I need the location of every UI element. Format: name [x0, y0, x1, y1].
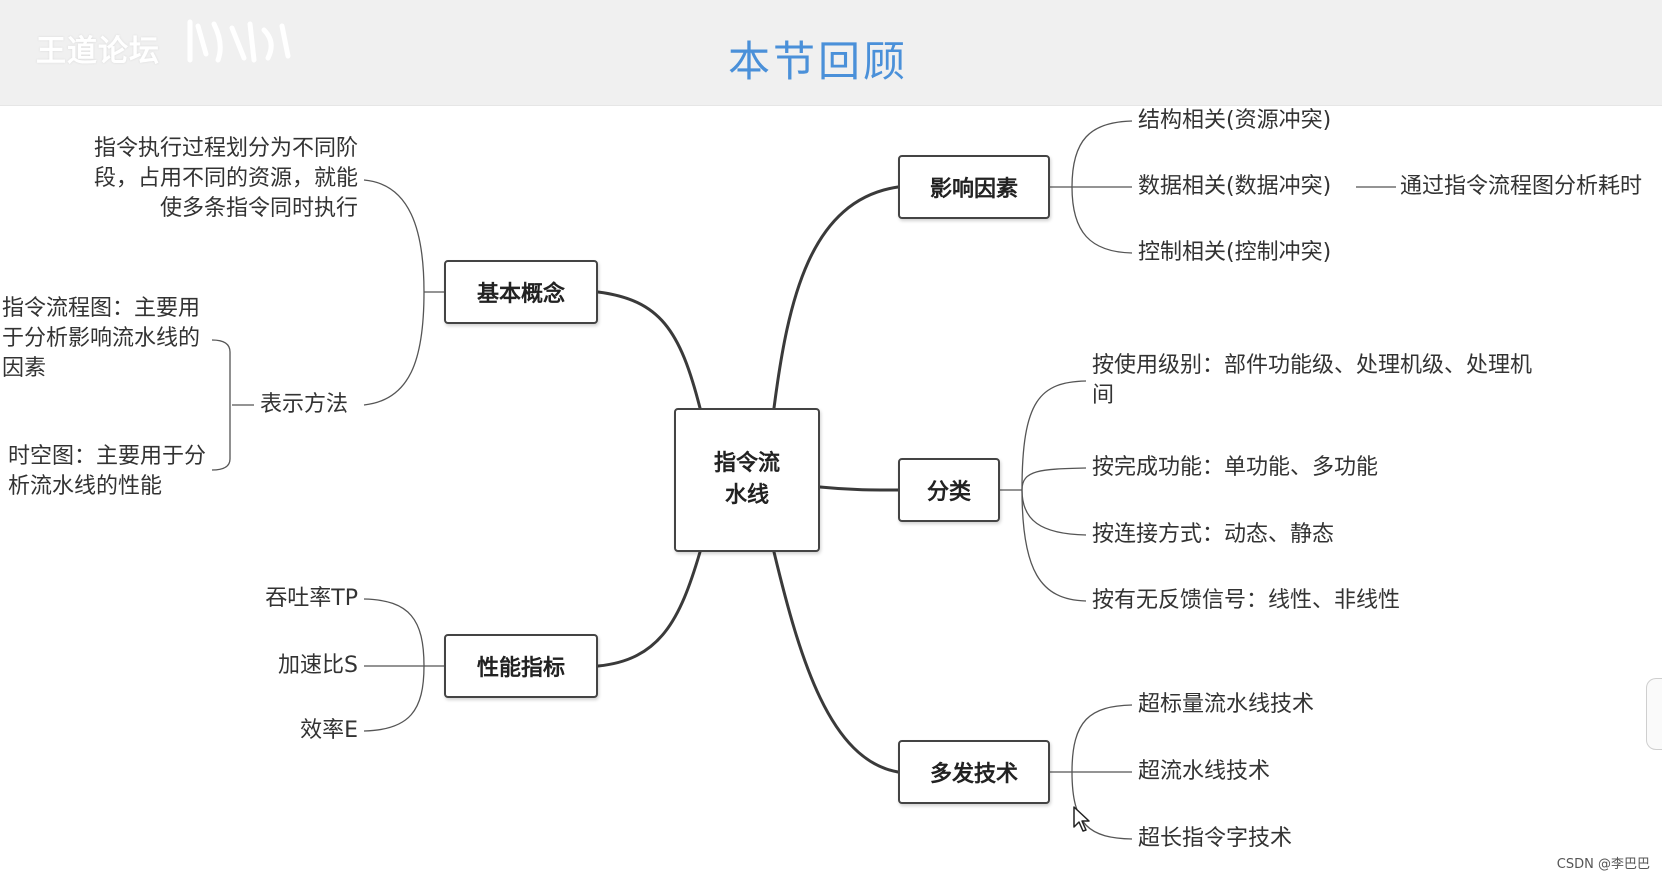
center-node-label: 指令流水线	[714, 451, 781, 508]
edge-class-1	[1021, 380, 1087, 491]
edge-center-multi	[772, 550, 900, 774]
edge-perf-3	[363, 665, 425, 732]
node-multi-issue-label: 多发技术	[929, 762, 1018, 787]
edge-multi-3	[1071, 771, 1133, 840]
edge-center-classification	[818, 485, 900, 492]
factors-data-note: 通过指令流程图分析耗时	[1400, 174, 1643, 199]
representation-label: 表示方法	[260, 392, 349, 417]
edge-center-performance	[596, 550, 702, 668]
classification-item-level: 按使用级别：部件功能级、处理机级、处理机间	[1092, 353, 1533, 408]
representation-item-flowchart: 指令流程图：主要用于分析影响流水线的因素	[2, 296, 201, 381]
node-factors-label: 影响因素	[929, 177, 1018, 202]
basic-definition-text: 指令执行过程划分为不同阶段，占用不同的资源，就能使多条指令同时执行	[93, 136, 358, 221]
factors-item-control: 控制相关(控制冲突)	[1138, 240, 1332, 265]
edge-center-factors	[772, 185, 900, 410]
header-bar: 王道论坛 本节回顾	[0, 0, 1662, 106]
factors-item-structural: 结构相关(资源冲突)	[1138, 108, 1332, 133]
mouse-pointer-icon	[1073, 806, 1090, 832]
edge-factors-1	[1071, 120, 1133, 188]
edge-multi-1	[1071, 704, 1133, 773]
edge-class-3	[1021, 489, 1087, 536]
factors-item-data: 数据相关(数据冲突)	[1138, 174, 1332, 199]
slide-title: 本节回顾	[727, 37, 908, 86]
node-multi-issue[interactable]: 多发技术	[898, 740, 1050, 804]
multi-item-superpipeline: 超流水线技术	[1138, 759, 1271, 784]
multi-item-vliw: 超长指令字技术	[1138, 826, 1293, 851]
representation-item-spacetime: 时空图：主要用于分析流水线的性能	[8, 444, 207, 499]
node-performance[interactable]: 性能指标	[444, 634, 598, 698]
edge-class-4	[1021, 489, 1087, 602]
edge-center-basic	[596, 290, 702, 410]
edge-class-2	[1021, 467, 1087, 491]
edge-basic-definition	[363, 179, 425, 293]
side-panel-handle[interactable]	[1646, 678, 1662, 750]
performance-item-efficiency: 效率E	[300, 718, 358, 743]
node-factors[interactable]: 影响因素	[898, 155, 1050, 219]
center-node[interactable]: 指令流水线	[674, 408, 820, 552]
performance-item-throughput: 吞吐率TP	[265, 586, 358, 611]
node-performance-label: 性能指标	[476, 656, 565, 681]
node-basic-concept[interactable]: 基本概念	[444, 260, 598, 324]
edge-representation-items	[211, 339, 231, 471]
node-classification-label: 分类	[926, 480, 971, 505]
edge-perf-1	[363, 598, 425, 667]
edge-factors-3	[1071, 186, 1133, 254]
performance-item-speedup: 加速比S	[278, 653, 358, 678]
multi-item-superscalar: 超标量流水线技术	[1138, 692, 1315, 717]
credit-text: CSDN @李巴巴	[1556, 857, 1650, 872]
watermark-text: 王道论坛	[36, 34, 160, 69]
classification-item-connection: 按连接方式：动态、静态	[1092, 522, 1335, 547]
classification-item-function: 按完成功能：单功能、多功能	[1092, 455, 1379, 480]
classification-item-feedback: 按有无反馈信号：线性、非线性	[1092, 588, 1401, 613]
node-classification[interactable]: 分类	[898, 458, 1000, 522]
edge-basic-representation	[363, 291, 425, 406]
watermark-logo-icon	[187, 19, 291, 63]
node-basic-concept-label: 基本概念	[476, 282, 565, 307]
